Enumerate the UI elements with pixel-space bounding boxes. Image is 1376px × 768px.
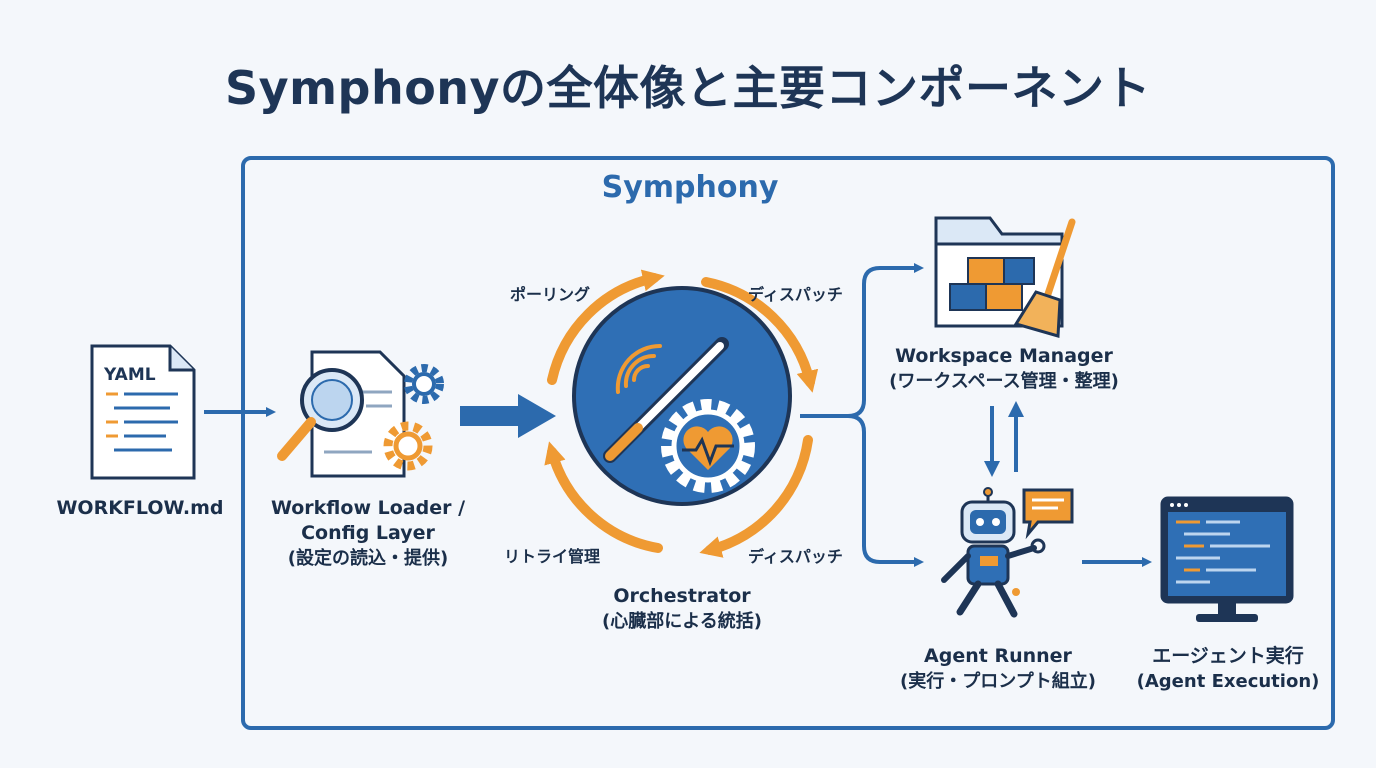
cycle-arrow-retry [544,441,663,553]
agent-runner-description: (実行・プロンプト組立) [900,671,1096,692]
cycle-arrow-dispatch-top [701,277,819,393]
orchestrator-description: (心臓部による統括) [602,611,762,632]
workspace-manager-label: Workspace Manager (ワークスペース管理・整理) [874,344,1134,394]
workspace-manager-description: (ワークスペース管理・整理) [889,371,1119,392]
arrow-loader-to-orchestrator [460,394,556,438]
agent-execution-description: (Agent Execution) [1136,671,1320,692]
dispatch-bottom-label: ディスパッチ [748,547,843,566]
signal-waves-icon [615,343,662,394]
agent-runner-label: Agent Runner (実行・プロンプト組立) [878,644,1118,694]
config-loader-icon [277,350,444,478]
dispatch-branch-connector [800,263,924,567]
cycle-arrow-polling [547,269,665,385]
dispatch-top-label: ディスパッチ [748,285,843,304]
cycle-arrow-dispatch-bottom [699,435,813,558]
agent-execution-name: エージェント実行 [1152,645,1304,667]
robot-icon [941,487,1046,618]
workflow-file-label: WORKFLOW.md [56,497,224,519]
symphony-container [241,156,1335,730]
orchestrator-icon [572,286,792,506]
monitor-icon [1160,496,1294,622]
loader-description: (設定の読込・提供) [287,548,449,569]
orchestrator-label: Orchestrator (心臓部による統括) [572,584,792,634]
yaml-doc-label: YAML [103,365,156,385]
symphony-container-label: Symphony [601,170,779,205]
gear-icon [404,364,444,404]
yaml-document-icon [90,344,196,480]
page-title: Symphonyの全体像と主要コンポーネント [224,61,1152,115]
workspace-manager-name: Workspace Manager [895,345,1113,367]
loader-name-2: Config Layer [301,522,435,544]
gear-icon [383,421,433,471]
broom-icon [1013,218,1076,338]
chat-bubble-icon [1022,488,1074,540]
conductor-baton-icon [603,337,729,463]
orchestrator-name: Orchestrator [613,585,751,607]
retry-label: リトライ管理 [504,547,601,566]
agent-runner-name: Agent Runner [924,645,1072,667]
polling-label: ポーリング [510,285,591,304]
loader-label: Workflow Loader / Config Layer (設定の読込・提供… [258,496,478,571]
gear-heart-icon [661,399,755,493]
agent-execution-label: エージェント実行 (Agent Execution) [1128,644,1328,694]
loader-name: Workflow Loader / [270,497,466,519]
